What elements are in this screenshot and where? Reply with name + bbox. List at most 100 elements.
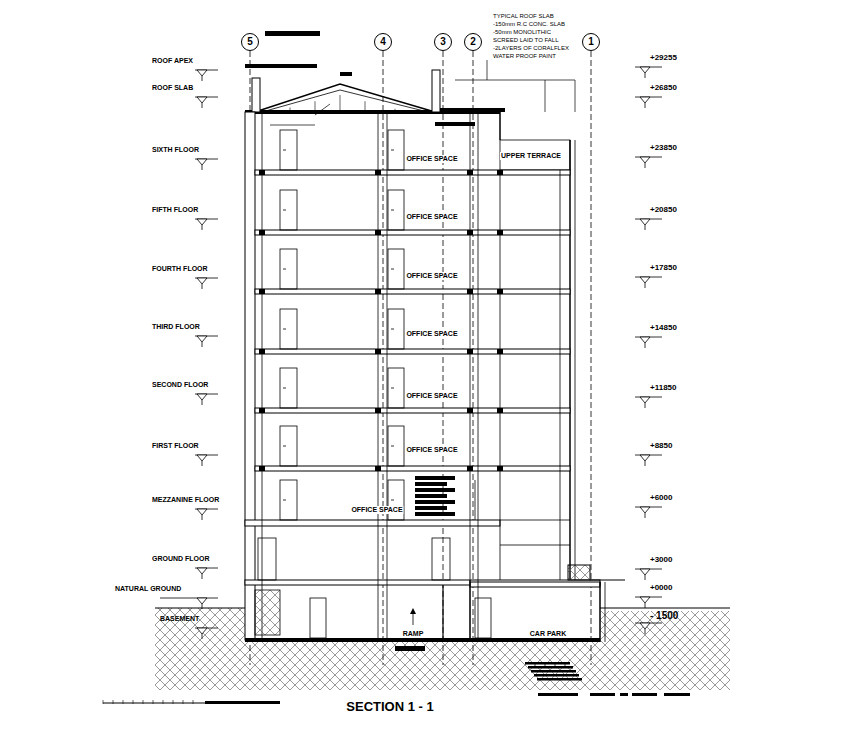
level-marker	[197, 509, 207, 515]
room-name: OFFICE SPACE	[405, 446, 458, 454]
line-work	[470, 112, 471, 640]
line-work	[378, 112, 379, 640]
level-marker	[197, 97, 207, 103]
line-work	[202, 515, 203, 520]
stair	[415, 476, 455, 480]
line-work	[202, 342, 203, 347]
level-value: - 1500	[650, 610, 678, 621]
floor-slab	[255, 466, 570, 471]
note-text: -2LAYERS OF CORALFLEX	[493, 45, 569, 52]
door	[310, 598, 326, 638]
grid-bubble: 1	[582, 33, 600, 51]
line-work	[387, 112, 388, 640]
level-value: +14850	[650, 324, 677, 333]
line-work	[455, 80, 575, 81]
level-marker	[197, 336, 207, 342]
floor-slab	[255, 289, 570, 294]
level-name: ROOF APEX	[152, 57, 193, 65]
parapet	[432, 70, 440, 112]
level-marker	[197, 598, 207, 604]
level-marker	[197, 70, 207, 76]
line-work	[599, 582, 601, 642]
room-name: OFFICE SPACE	[405, 392, 458, 400]
level-name: FOURTH FLOOR	[152, 265, 208, 273]
door	[258, 538, 276, 580]
grid-bubble: 3	[434, 33, 452, 51]
line-work	[202, 461, 203, 466]
note-text: -150mm R.C CONC. SLAB	[493, 21, 565, 28]
line-work	[123, 700, 124, 704]
line-work	[645, 513, 646, 518]
grid-number: 5	[247, 37, 253, 47]
stair	[415, 482, 447, 486]
line-work	[645, 163, 646, 168]
line-work	[645, 343, 646, 348]
door	[280, 309, 297, 349]
level-marker	[640, 219, 650, 225]
room-name: CAR PARK	[529, 630, 567, 638]
planter	[568, 565, 590, 580]
door	[432, 538, 450, 580]
floor-slab	[470, 582, 600, 587]
grid-number: 4	[380, 37, 386, 47]
note-text: -50mm MONOLITHIC	[493, 29, 551, 36]
line-work	[590, 580, 625, 581]
line-work	[173, 700, 174, 704]
line-work	[391, 210, 394, 211]
level-marker	[197, 219, 207, 225]
line-work	[545, 80, 546, 112]
door	[388, 249, 404, 289]
line-work	[153, 700, 154, 704]
line-work	[475, 480, 476, 520]
door	[280, 130, 297, 170]
door	[388, 426, 404, 466]
line-work	[469, 580, 470, 640]
line-work	[600, 608, 730, 609]
level-marker	[640, 507, 650, 513]
line-work	[283, 500, 286, 501]
line-work	[391, 329, 394, 330]
drawing-mark	[435, 122, 475, 126]
door	[388, 130, 404, 170]
floor-slab	[245, 520, 500, 526]
line-work	[442, 585, 443, 640]
line-work	[591, 51, 592, 665]
roof-truss	[262, 90, 428, 112]
line-work	[133, 700, 134, 704]
level-name: MEZZANINE FLOOR	[152, 496, 219, 504]
line-work	[283, 329, 286, 330]
scale-bar	[590, 693, 615, 696]
line-work	[645, 283, 646, 288]
level-name: GROUND FLOOR	[152, 555, 210, 563]
line-work	[202, 225, 203, 230]
level-value: +20850	[650, 206, 677, 215]
line-work	[202, 574, 203, 579]
ramp-arrow	[410, 608, 416, 614]
line-work	[391, 446, 394, 447]
level-name: FIFTH FLOOR	[152, 206, 198, 214]
note-text: WATER PROOF PAINT	[493, 53, 556, 60]
level-marker	[640, 623, 650, 629]
line-work	[645, 225, 646, 230]
floor-slab	[255, 230, 570, 235]
level-name: SECOND FLOOR	[152, 381, 208, 389]
door	[280, 190, 297, 230]
line-work	[283, 388, 286, 389]
room-name: OFFICE SPACE	[405, 155, 458, 163]
level-value: +23850	[650, 144, 677, 153]
line-work	[560, 170, 561, 580]
door	[475, 598, 491, 638]
door	[280, 426, 297, 466]
grid-bubble: 5	[241, 33, 259, 51]
level-name: BASEMENT	[160, 615, 199, 623]
note-text: SCREED LAID TO FALL	[493, 37, 558, 44]
scale-bar	[664, 693, 690, 696]
parapet	[252, 78, 260, 112]
drawing-mark	[245, 64, 317, 68]
line-work	[202, 604, 203, 609]
line-work	[478, 112, 479, 640]
scale-bar	[632, 693, 657, 696]
line-work	[143, 700, 144, 704]
level-marker	[197, 455, 207, 461]
